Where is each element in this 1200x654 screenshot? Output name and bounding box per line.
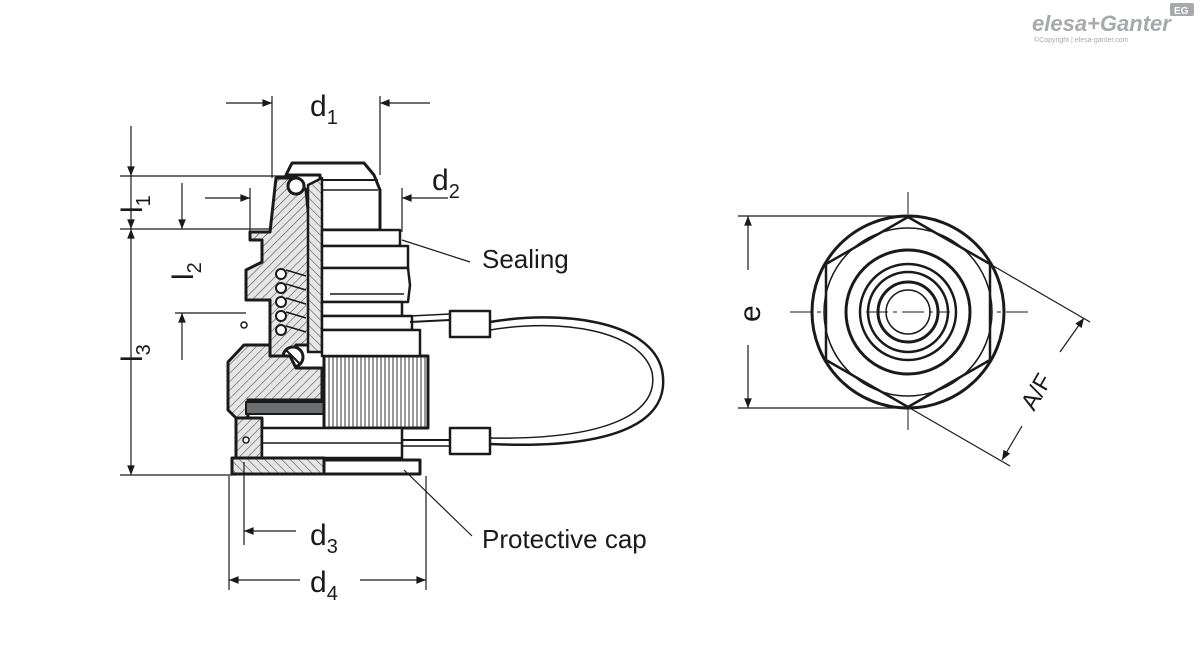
knurled-cap [322,354,430,430]
valve-stem [306,176,324,354]
label-d2: d2 [432,164,460,203]
side-section-view [226,161,665,476]
inner-ring-1 [844,248,972,376]
housing-section-lower [226,343,324,420]
tether-cord [402,309,665,456]
top-dimension-lines [738,215,1091,467]
side-dimension-lines [120,96,473,590]
logo-copyright: ©Copyright | elesa-ganter.com [1034,36,1129,44]
elesa-ganter-logo: elesa+Ganter EG ©Copyright | elesa-gante… [1032,3,1194,44]
inner-ring-2 [858,262,958,362]
label-e: e [734,305,767,322]
sealing-ball [286,176,306,196]
protective-cap-base [322,458,422,476]
protective-cap-base-section [230,456,326,476]
side-dimension-labels: d1 d2 d3 d4 l1 l2 l3 Sealing Protective … [116,90,647,605]
sealing-gasket [245,401,325,415]
spring-coils [275,268,307,336]
label-af: A/F [1016,369,1058,415]
logo-badge [1170,3,1194,16]
right-body [320,228,414,332]
label-l2: l2 [167,262,206,280]
label-d1: d1 [310,90,338,129]
label-d4: d4 [310,566,338,605]
top-view [790,192,1030,432]
label-protective-cap: Protective cap [482,524,647,554]
logo-badge-text: EG [1174,6,1189,17]
label-d3: d3 [310,519,338,558]
label-l3: l3 [116,344,155,362]
label-sealing: Sealing [482,244,569,274]
logo-text: elesa+Ganter [1032,11,1172,36]
label-l1: l1 [116,195,155,213]
